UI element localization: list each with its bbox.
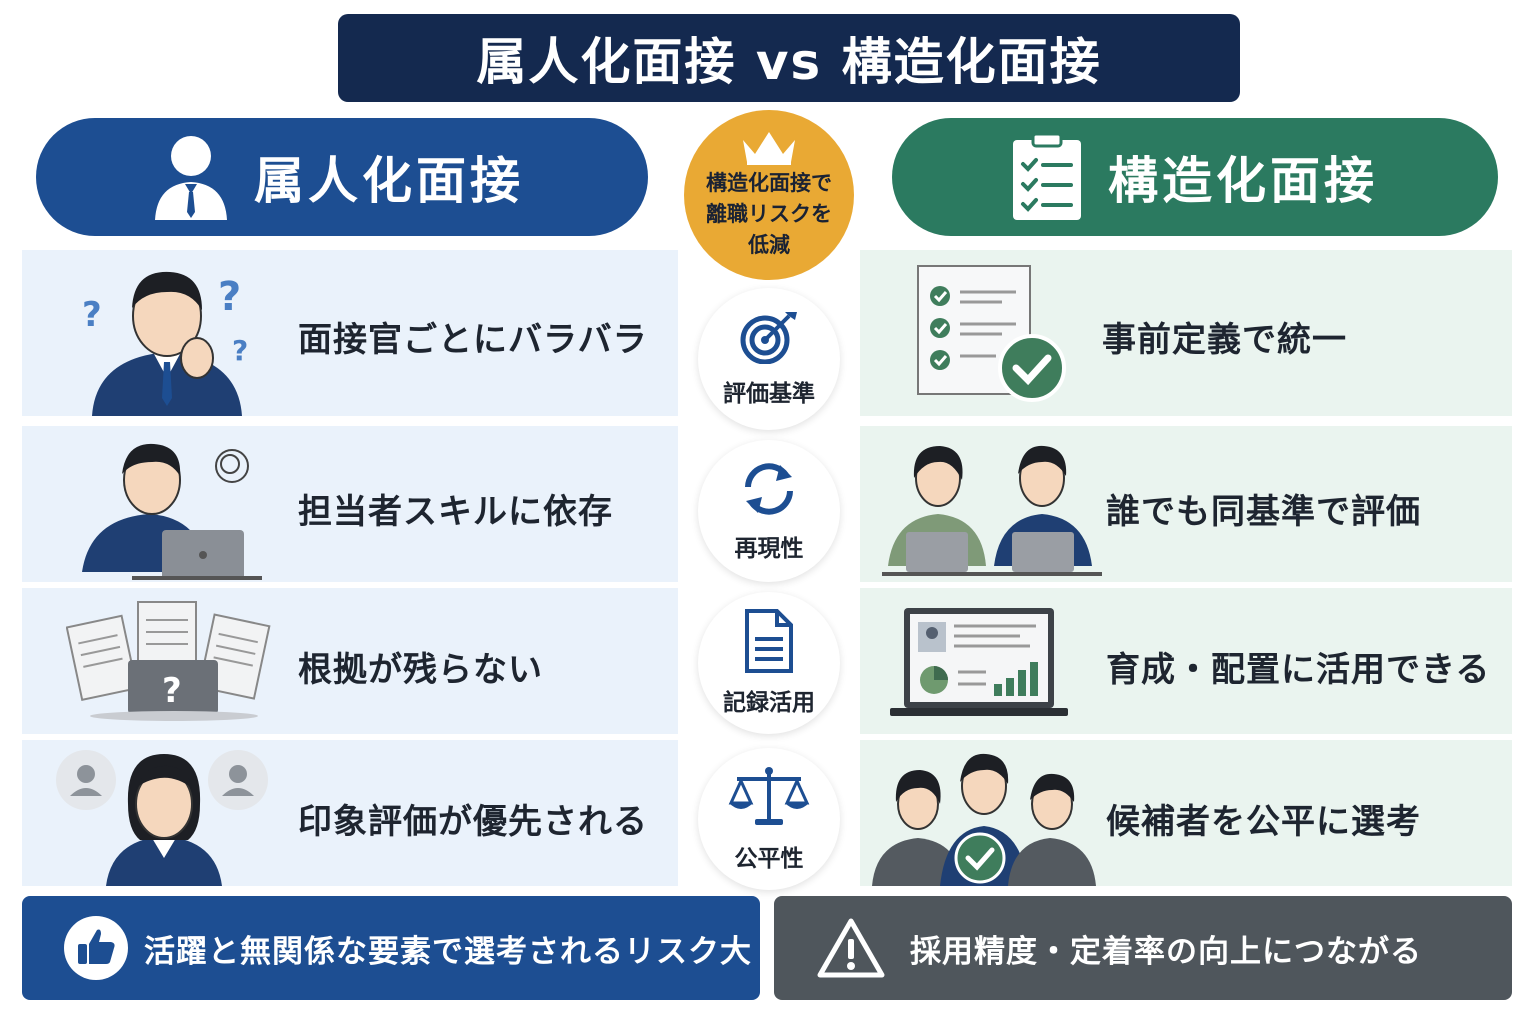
svg-text:?: ?	[82, 295, 102, 335]
two-interviewers-illustration	[882, 445, 1102, 576]
left-header-label: 属人化面接	[254, 152, 524, 210]
three-candidates-illustration	[872, 753, 1096, 886]
refresh-icon	[738, 459, 800, 523]
document-icon	[741, 609, 797, 677]
criterion-4: 公平性	[698, 748, 840, 890]
left-row-3-text: 根拠が残らない	[298, 650, 543, 690]
left-row-1: ? ? ? 面接官ごとにバラバラ	[22, 250, 678, 416]
right-row-4: 候補者を公平に選考	[860, 740, 1512, 886]
left-row-1-text: 面接官ごとにバラバラ	[298, 320, 648, 360]
target-icon	[739, 310, 799, 368]
criterion-2: 再現性	[698, 440, 840, 582]
right-row-4-text: 候補者を公平に選考	[1106, 802, 1421, 842]
badge-line-2: 離職リスクを	[706, 202, 832, 226]
criterion-3: 記録活用	[698, 592, 840, 734]
svg-text:?: ?	[162, 671, 182, 711]
left-row-4-text: 印象評価が優先される	[298, 802, 648, 842]
svg-text:?: ?	[218, 274, 241, 320]
thumbs-up-icon	[64, 916, 128, 980]
center-badge: 構造化面接で 離職リスクを 低減	[684, 110, 854, 280]
svg-text:?: ?	[232, 334, 248, 367]
bottom-right-banner: 採用精度・定着率の向上につながる	[774, 896, 1512, 1000]
left-row-2-text: 担当者スキルに依存	[298, 492, 613, 532]
stressed-person-laptop-illustration	[82, 443, 262, 580]
left-header: 属人化面接	[36, 118, 648, 236]
checklist-approved-illustration	[917, 265, 1066, 402]
scales-icon	[727, 765, 811, 833]
laptop-dashboard-illustration	[890, 608, 1068, 716]
criterion-1-label: 評価基準	[723, 381, 815, 407]
right-row-2: 誰でも同基準で評価	[860, 426, 1512, 582]
right-row-2-text: 誰でも同基準で評価	[1106, 492, 1421, 532]
right-row-3: 育成・配置に活用できる	[860, 588, 1512, 734]
left-row-2: 担当者スキルに依存	[22, 426, 678, 582]
right-row-1: 事前定義で統一	[860, 250, 1512, 416]
bottom-right-text: 採用精度・定着率の向上につながる	[910, 933, 1422, 970]
warning-icon	[816, 917, 886, 979]
page-title: 属人化面接 vs 構造化面接	[338, 14, 1240, 102]
criterion-4-label: 公平性	[734, 846, 804, 872]
crown-icon	[739, 126, 799, 168]
checklist-icon	[992, 127, 1102, 227]
page-title-text: 属人化面接 vs 構造化面接	[476, 33, 1102, 91]
badge-line-3: 低減	[748, 233, 790, 257]
bottom-left-text: 活躍と無関係な要素で選考されるリスク大	[144, 933, 752, 970]
confused-person-illustration: ? ? ?	[82, 271, 248, 416]
right-header-label: 構造化面接	[1108, 152, 1378, 210]
right-row-3-text: 育成・配置に活用できる	[1106, 650, 1491, 690]
bottom-left-banner: 活躍と無関係な要素で選考されるリスク大	[22, 896, 760, 1000]
criterion-1: 評価基準	[698, 288, 840, 430]
woman-thinking-illustration	[56, 750, 268, 886]
left-row-3: ? 根拠が残らない	[22, 588, 678, 734]
criterion-2-label: 再現性	[734, 536, 804, 562]
documents-question-illustration: ?	[66, 601, 271, 721]
criterion-3-label: 記録活用	[723, 690, 815, 716]
right-header: 構造化面接	[892, 118, 1498, 236]
badge-line-1: 構造化面接で	[706, 171, 832, 195]
person-suit-icon	[136, 127, 246, 227]
right-row-1-text: 事前定義で統一	[1102, 320, 1347, 360]
left-row-4: 印象評価が優先される	[22, 740, 678, 886]
